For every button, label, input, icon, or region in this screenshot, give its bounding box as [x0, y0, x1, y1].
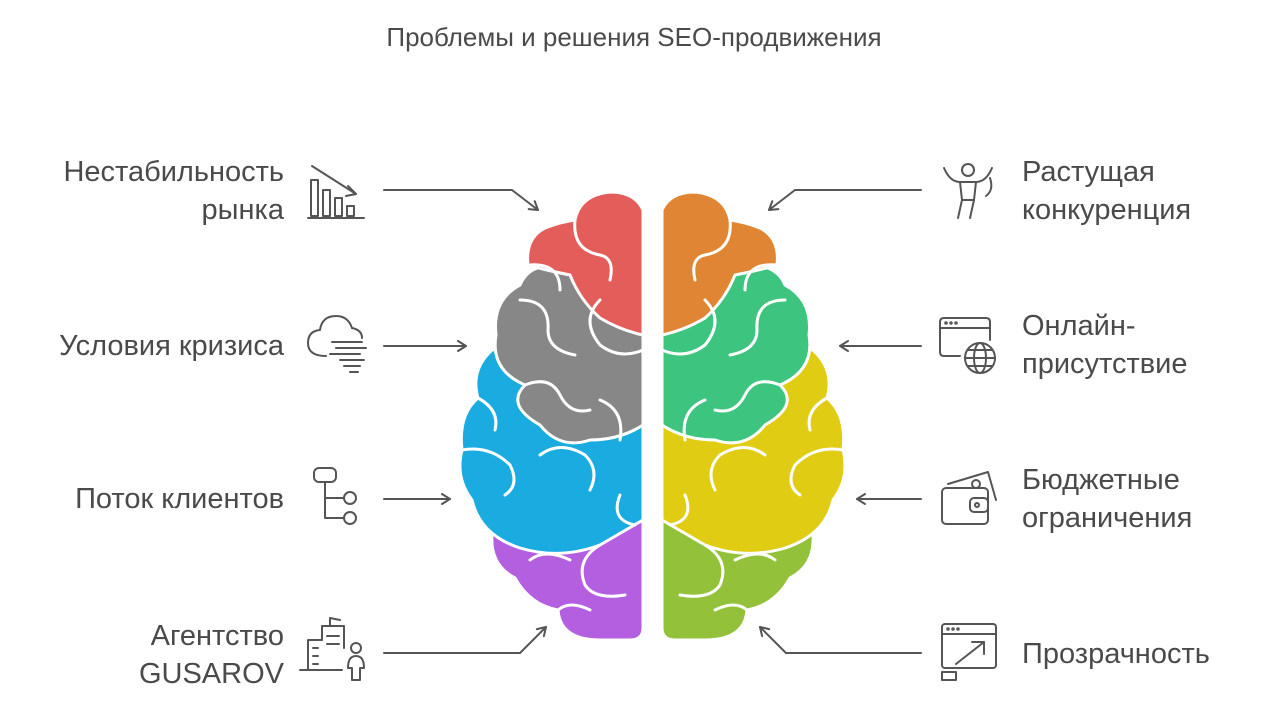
brain-right-folds	[660, 218, 845, 612]
label-client-flow: Поток клиентов	[75, 483, 284, 515]
browser-expand-icon	[941, 623, 997, 681]
storm-cloud-icon	[307, 315, 367, 373]
connectors-right	[759, 189, 922, 654]
label-budget-constraints: Бюджетные ограничения	[1022, 464, 1193, 534]
label-growing-competition: Растущая конкуренция	[1022, 156, 1192, 226]
label-agency: Агентство GUSAROV	[138, 620, 284, 690]
declining-bar-chart-icon	[307, 165, 365, 219]
brain-left-folds	[460, 218, 645, 612]
brain-right-hemisphere	[660, 190, 847, 642]
brain-lobe-orange	[660, 190, 779, 337]
brain-lobe-red	[526, 190, 645, 337]
connector-transparency	[759, 626, 922, 654]
flow-nodes-icon	[313, 467, 357, 525]
connectors-left	[383, 189, 547, 654]
label-transparency: Прозрачность	[1022, 638, 1210, 670]
label-online-presence: Онлайн- присутствие	[1022, 310, 1188, 380]
brain-left-hemisphere	[458, 190, 645, 642]
connector-market-instability	[383, 189, 539, 211]
diagram-title: Проблемы и решения SEO-продвижения	[386, 22, 882, 52]
label-market-instability: Нестабильность рынка	[63, 156, 284, 226]
connector-agency	[383, 626, 547, 654]
label-crisis-conditions: Условия кризиса	[59, 330, 284, 362]
browser-globe-icon	[939, 317, 996, 374]
wallet-money-icon	[941, 471, 997, 525]
jumping-person-icon	[943, 163, 993, 219]
office-building-person-icon	[299, 617, 365, 681]
connector-growing-competition	[768, 189, 922, 211]
